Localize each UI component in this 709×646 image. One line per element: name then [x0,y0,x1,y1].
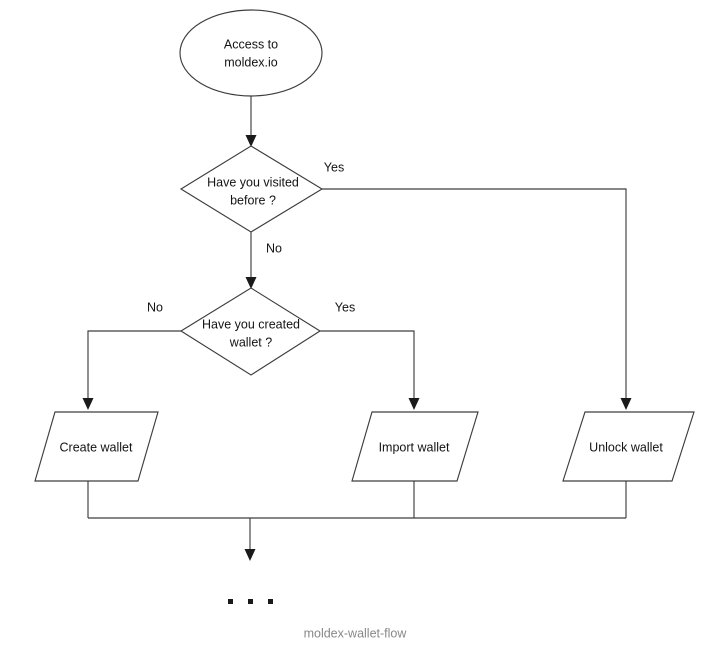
edge-merge-arrowhead [244,549,256,561]
node-continuation-ellipsis [228,599,273,604]
start-label-line2: moldex.io [224,55,278,69]
create-wallet-label: Create wallet [60,440,133,454]
node-import-wallet[interactable]: Import wallet [351,411,479,482]
import-wallet-parallelogram-shape [351,411,479,482]
edge-visited-no-arrowhead [245,277,257,289]
diagram-caption: moldex-wallet-flow [304,626,408,640]
ellipsis-dot-1 [228,599,233,604]
edge-created-no-to-create: No [82,300,181,410]
create-wallet-parallelogram-shape [34,411,159,482]
node-decision-created[interactable]: Have you created wallet ? [179,287,322,376]
edge-created-yes-to-import: Yes [320,300,420,410]
edge-label-visited-yes: Yes [324,160,344,174]
node-decision-visited[interactable]: Have you visited before ? [179,145,324,233]
node-create-wallet[interactable]: Create wallet [34,411,159,482]
node-start[interactable]: Access to moldex.io [179,9,323,97]
decision-created-label-line1: Have you created [202,317,300,331]
edge-visited-no-to-created: No [245,232,282,289]
edge-start-to-visited [245,96,257,147]
edge-label-visited-no: No [266,241,282,255]
decision-visited-label-line2: before ? [230,193,276,207]
start-label-line1: Access to [224,37,278,51]
edge-start-to-visited-arrowhead [245,135,257,147]
edge-visited-yes-arrowhead [620,398,632,410]
edge-created-yes-arrowhead [408,398,420,410]
edge-label-created-no: No [147,300,163,314]
edge-label-created-yes: Yes [335,300,355,314]
edge-created-yes-line [320,330,415,400]
decision-created-diamond-shape [179,287,322,376]
start-ellipse-shape [179,9,323,97]
ellipsis-dot-3 [268,599,273,604]
edge-created-no-line [87,330,181,400]
ellipsis-dot-2 [248,599,253,604]
edge-created-no-arrowhead [82,398,94,410]
unlock-wallet-label: Unlock wallet [589,440,663,454]
unlock-wallet-parallelogram-shape [562,411,695,482]
edge-merge-bus [87,481,627,561]
import-wallet-label: Import wallet [379,440,450,454]
edge-visited-yes-line [322,188,627,400]
node-unlock-wallet[interactable]: Unlock wallet [562,411,695,482]
decision-visited-label-line1: Have you visited [207,175,299,189]
decision-created-label-line2: wallet ? [229,335,272,349]
edge-visited-yes-to-unlock: Yes [322,160,632,410]
